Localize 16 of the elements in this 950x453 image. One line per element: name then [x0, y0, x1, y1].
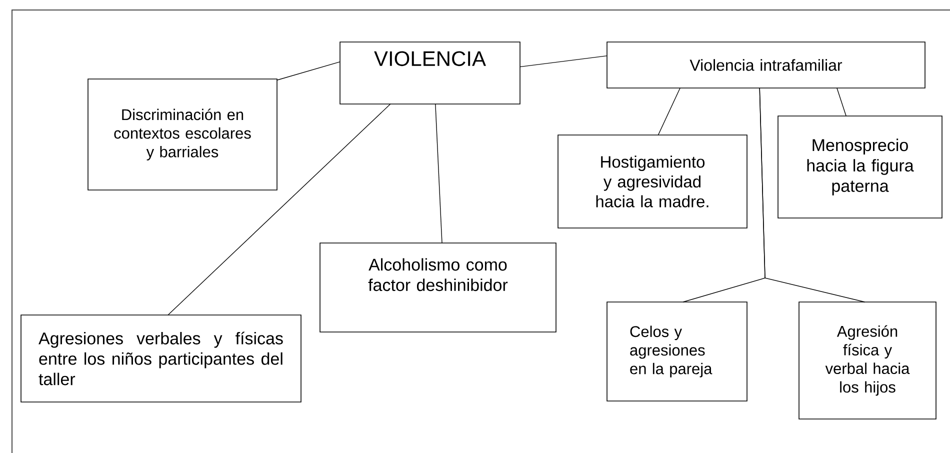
- connector-line: [276, 61, 340, 80]
- connector-line: [836, 88, 846, 116]
- concept-box: Menosprecio hacia la figura paterna: [778, 116, 942, 218]
- concept-box: VIOLENCIA: [340, 42, 520, 104]
- concept-box: Discriminación en contextos escolares y barriales: [88, 78, 278, 190]
- concept-box: Violencia intrafamiliar: [606, 42, 926, 88]
- concept-box: Agresión física y verbal hacia los hijos: [798, 302, 936, 420]
- concept-box: Alcoholismo como factor deshinibidor: [320, 242, 556, 332]
- concept-box: Hostigamiento y agresividad hacia la madre.: [558, 134, 748, 228]
- connector-line: [168, 104, 391, 316]
- connector-line: [658, 88, 680, 136]
- concept-box: Agresiones verbales y físicas entre los niños participantes del taller: [20, 314, 302, 402]
- concept-box: Celos y agresiones en la pareja: [606, 302, 748, 402]
- connector-line: [435, 104, 442, 244]
- connector-line: [520, 55, 608, 68]
- connector-line: [759, 88, 866, 302]
